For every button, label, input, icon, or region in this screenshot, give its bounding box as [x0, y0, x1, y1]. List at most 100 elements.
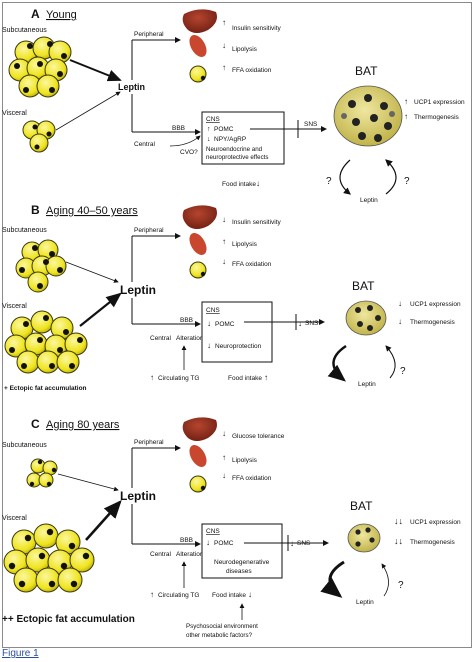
bat-tissue [345, 300, 387, 336]
svg-text:↑: ↑ [207, 126, 211, 133]
bat-loop-leptin: Leptin [358, 381, 376, 388]
svg-text:↑: ↑ [222, 453, 226, 462]
question-mark: ? [400, 366, 406, 377]
svg-text:↓: ↓ [256, 179, 260, 188]
svg-text:↓: ↓ [248, 590, 252, 599]
food-intake-label: Food intake [212, 592, 246, 599]
panel-b-title: Aging 40–50 years [46, 205, 138, 217]
food-intake-label: Food intake [222, 181, 256, 188]
subcutaneous-fat-cluster [26, 458, 58, 488]
subcutaneous-label: Subcutaneous [2, 227, 47, 234]
cns-item-npy: NPY/AgRP [214, 136, 246, 143]
svg-text:↑: ↑ [264, 373, 268, 382]
subcutaneous-label: Subcutaneous [2, 27, 47, 34]
muscle-icon [189, 445, 207, 467]
panel-c-title: Aging 80 years [46, 419, 120, 431]
bat-thermogenesis: Thermogenesis [414, 114, 460, 121]
leptin-label: Leptin [120, 489, 156, 503]
peripheral-label: Peripheral [134, 31, 164, 38]
cns-item-neuroendocrine: Neuroendocrine and [206, 146, 263, 153]
svg-text:↓: ↓ [298, 319, 302, 328]
figure-caption-link[interactable]: Figure 1 [2, 648, 39, 659]
leptin-label: Leptin [118, 82, 145, 92]
effect-ffa-oxidation: FFA oxidation [232, 67, 272, 74]
effect-ffa-oxidation: FFA oxidation [232, 475, 272, 482]
svg-text:↑: ↑ [404, 97, 408, 106]
bat-ucp1: UCP1 expression [410, 519, 461, 526]
muscle-icon [189, 35, 207, 57]
bbb-label: BBB [180, 317, 193, 324]
circulating-tg-label: Circulating TG [158, 375, 199, 382]
panel-b: B Aging 40–50 years Subcutaneous Viscera… [2, 203, 461, 392]
subcutaneous-fat-cluster [8, 36, 72, 98]
liver-icon [182, 417, 217, 441]
visceral-fat-cluster [4, 310, 88, 374]
cns-label: CNS [206, 116, 220, 123]
bbb-label: BBB [172, 125, 185, 132]
effect-insulin-sensitivity: Insulin sensitivity [232, 25, 282, 32]
svg-text:↓: ↓ [398, 299, 402, 308]
svg-text:↓: ↓ [222, 41, 226, 50]
ectopic-fat-label: + Ectopic fat accumulation [4, 385, 87, 392]
svg-text:↑: ↑ [150, 373, 154, 382]
bat-tissue [347, 523, 381, 553]
sns-label: SNS [305, 320, 319, 327]
svg-text:↓: ↓ [207, 319, 211, 328]
bat-loop-leptin: Leptin [360, 197, 378, 204]
question-mark: ? [404, 176, 410, 187]
question-mark: ? [326, 176, 332, 187]
effect-lipolysis: Lipolysis [232, 46, 258, 53]
visceral-label: Visceral [2, 515, 27, 522]
bbb-label: BBB [180, 537, 193, 544]
liver-icon [182, 205, 217, 229]
panel-b-letter: B [31, 203, 40, 217]
panel-a-letter: A [31, 7, 40, 21]
cns-item-pomc: POMC [214, 540, 234, 547]
subcutaneous-fat-cluster [15, 239, 67, 293]
leptin-label: Leptin [120, 283, 156, 297]
question-mark: ? [398, 580, 404, 591]
bat-ucp1: UCP1 expression [414, 99, 465, 106]
bat-loop-leptin: Leptin [356, 599, 374, 606]
psychosocial-label: Psychosocial environment [186, 623, 258, 630]
alterations-label: Alterations [176, 335, 207, 342]
svg-text:↓: ↓ [207, 136, 211, 143]
bat-thermogenesis: Thermogenesis [410, 319, 456, 326]
svg-text:↓: ↓ [398, 317, 402, 326]
alterations-label: Alterations [176, 551, 207, 558]
visceral-fat-cluster [3, 523, 95, 593]
effect-ffa-oxidation: FFA oxidation [232, 261, 272, 268]
visceral-fat-cluster [22, 120, 56, 153]
svg-text:↓: ↓ [290, 539, 294, 548]
cns-item-neuroprotective: neuroprotective effects [206, 154, 269, 161]
effect-lipolysis: Lipolysis [232, 241, 258, 248]
svg-text:↓↓: ↓↓ [394, 516, 403, 526]
central-label: Central [150, 551, 172, 558]
cns-item-neurodegenerative: Neurodegenerative [214, 559, 270, 566]
metabolic-factors-label: other metabolic factors? [186, 632, 253, 639]
food-intake-label: Food intake [228, 375, 262, 382]
effect-insulin-sensitivity: Insulin sensitivity [232, 219, 282, 226]
panel-c: C Aging 80 years Subcutaneous Visceral [2, 417, 461, 639]
svg-text:↓: ↓ [206, 538, 210, 547]
svg-text:↑: ↑ [222, 63, 226, 72]
liver-icon [182, 9, 217, 33]
svg-text:↓: ↓ [222, 429, 226, 438]
svg-text:↓: ↓ [222, 257, 226, 266]
central-label: Central [150, 335, 172, 342]
visceral-label: Visceral [2, 110, 27, 117]
svg-text:↑: ↑ [222, 18, 226, 27]
bat-thermogenesis: Thermogenesis [410, 539, 456, 546]
panel-a: A Young Subcutaneous Visceral [2, 7, 465, 204]
central-label: Central [134, 141, 156, 148]
bat-ucp1: UCP1 expression [410, 301, 461, 308]
effect-lipolysis: Lipolysis [232, 457, 258, 464]
ectopic-fat-label: ++ Ectopic fat accumulation [2, 614, 135, 625]
svg-text:↓↓: ↓↓ [394, 536, 403, 546]
muscle-icon [189, 233, 207, 255]
svg-text:↑: ↑ [150, 590, 154, 599]
bat-tissue [333, 85, 403, 147]
sns-label: SNS [304, 121, 318, 128]
